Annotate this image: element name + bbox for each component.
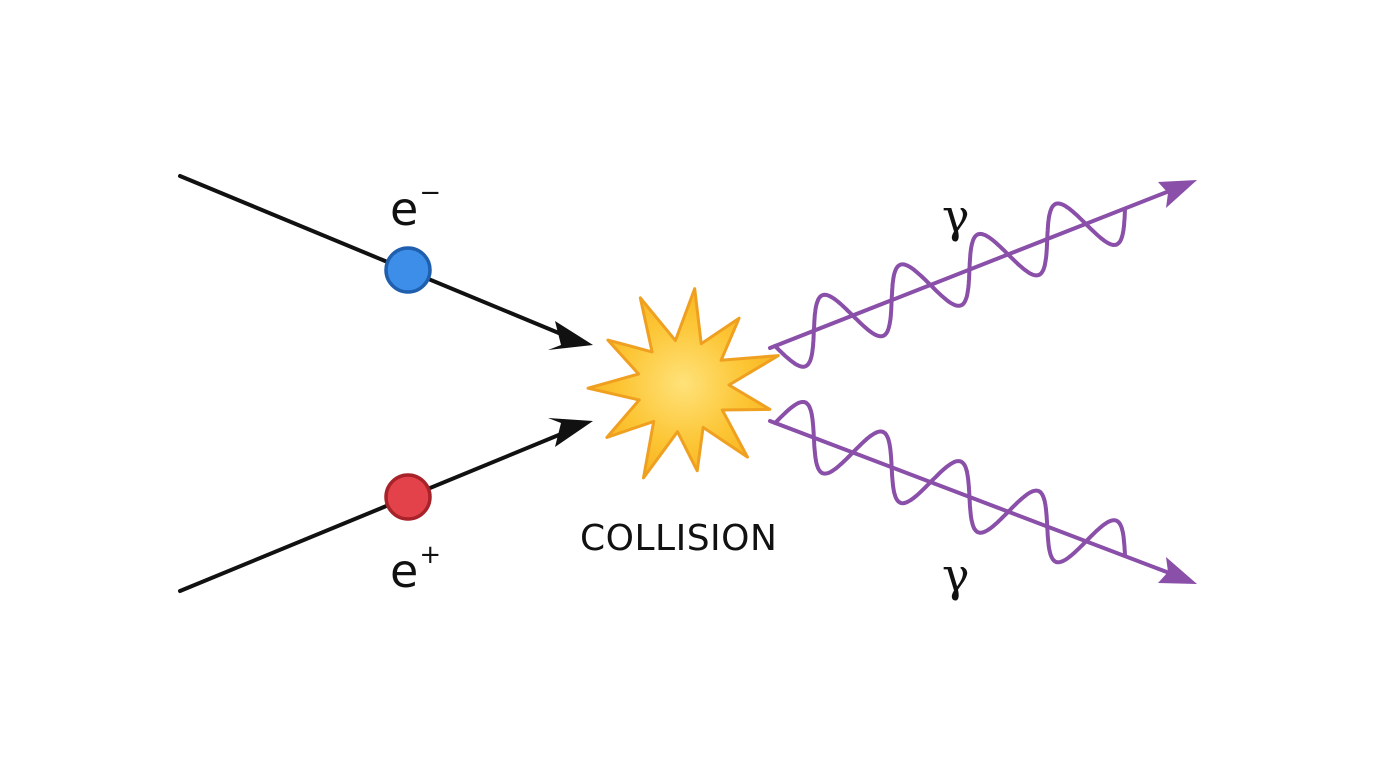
electron-arrowhead [548,321,593,350]
electron-label-base: e [390,182,419,236]
photon-bottom-arrowhead [1158,557,1197,584]
photon-top-wave [773,201,1127,369]
electron-label: e− [390,180,441,232]
electron-charge: − [419,178,442,208]
positron-label-base: e [390,544,419,598]
collision-label: COLLISION [580,518,778,559]
positron-charge: + [419,540,442,570]
photon-bottom-label: γ [942,548,970,602]
positron-track [178,430,568,593]
photon-bottom-wave [773,400,1127,565]
positron-particle [384,473,432,521]
positron-arrowhead [548,418,593,447]
photon-top-label: γ [942,189,970,243]
electron-track [178,174,568,338]
photon-top-arrowhead [1158,180,1197,208]
collision-burst [586,287,780,480]
electron-particle [384,246,432,294]
positron-label: e+ [390,542,441,594]
